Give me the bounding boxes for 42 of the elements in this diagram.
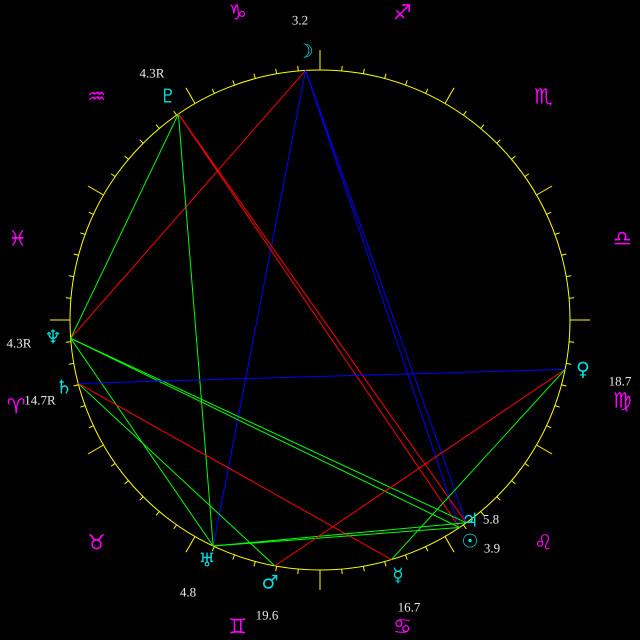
degree-label: 3.2 bbox=[292, 14, 308, 26]
aspect-line bbox=[178, 113, 214, 547]
aspect-line bbox=[78, 382, 276, 566]
aspect-line bbox=[70, 338, 214, 547]
zodiac-sign-glyph: ♊ bbox=[228, 616, 248, 638]
aspect-line bbox=[70, 70, 306, 339]
zodiac-sign-glyph: ♎ bbox=[612, 228, 632, 250]
zodiac-sign-glyph: ♒ bbox=[87, 86, 106, 108]
planet-glyph: ♆ bbox=[44, 328, 62, 348]
zodiac-sign-glyph: ♈ bbox=[6, 396, 26, 418]
zodiac-sign-glyph: ♏ bbox=[534, 86, 553, 108]
zodiac-sign-glyph: ♉ bbox=[87, 532, 106, 554]
degree-label: 14.7R bbox=[24, 394, 56, 406]
planet-glyph: ♇ bbox=[159, 88, 177, 106]
planet-glyph: ♅ bbox=[198, 552, 216, 570]
degree-label: 16.7 bbox=[398, 600, 420, 614]
planet-glyph: ♄ bbox=[55, 378, 73, 398]
zodiac-sign-glyph: ♍ bbox=[612, 390, 632, 412]
degree-label: 4.3R bbox=[6, 336, 32, 350]
planet-glyph: ♂ bbox=[261, 574, 279, 592]
aspect-line bbox=[212, 527, 460, 547]
aspect-line bbox=[78, 368, 566, 384]
zodiac-sign-glyph: ♋ bbox=[392, 616, 412, 638]
planet-glyph: ♀ bbox=[576, 360, 590, 380]
aspect-line bbox=[70, 113, 179, 339]
degree-label: 18.7 bbox=[608, 374, 632, 388]
planet-glyph: ☿ bbox=[392, 566, 404, 586]
zodiac-sign-glyph: ♑ bbox=[228, 2, 248, 24]
aspect-line bbox=[212, 70, 306, 547]
planet-glyph: ☉ bbox=[461, 532, 479, 552]
degree-label: 19.6 bbox=[256, 608, 278, 622]
aspect-line bbox=[274, 368, 566, 566]
aspect-line bbox=[390, 368, 566, 560]
planet-glyph: ☽ bbox=[296, 42, 314, 62]
degree-label: 4.8 bbox=[180, 586, 196, 598]
degree-label: 5.8 bbox=[482, 512, 500, 526]
zodiac-sign-glyph: ♓ bbox=[8, 228, 28, 250]
zodiac-sign-glyph: ♌ bbox=[534, 532, 553, 554]
degree-label: 4.3R bbox=[140, 66, 164, 80]
zodiac-sign-glyph: ♐ bbox=[392, 2, 412, 24]
aspect-line bbox=[78, 382, 392, 560]
degree-label: 3.9 bbox=[484, 542, 500, 554]
